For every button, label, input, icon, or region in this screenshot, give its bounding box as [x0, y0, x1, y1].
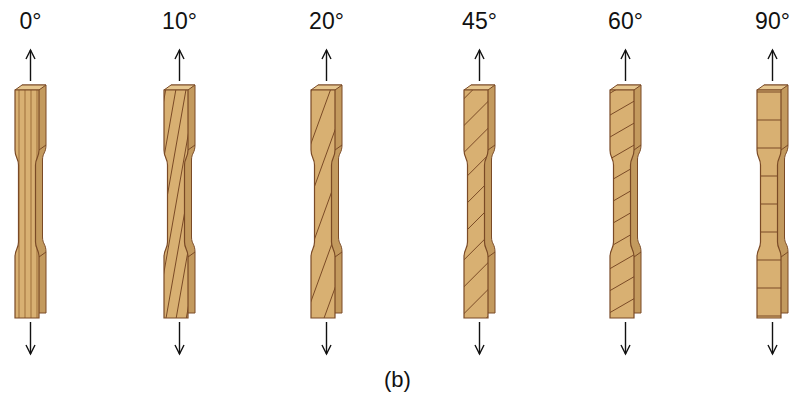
- specimen-top: [15, 85, 46, 90]
- grain-lines: [327, 0, 795, 400]
- wood-specimen: [15, 0, 46, 400]
- grip-edge: [335, 145, 342, 150]
- grip-edge: [488, 145, 495, 150]
- angle-label: 10°: [140, 8, 220, 35]
- angle-label: 60°: [586, 8, 666, 35]
- angle-label: 45°: [440, 8, 520, 35]
- specimen-top: [610, 85, 641, 90]
- load-arrow: [475, 50, 484, 81]
- grip-edge: [488, 252, 495, 257]
- grip-edge: [781, 145, 788, 150]
- load-arrow: [322, 322, 331, 354]
- grip-edge: [188, 145, 195, 150]
- angle-label: 0°: [0, 8, 71, 35]
- wood-specimen: [327, 0, 795, 400]
- load-arrow: [768, 50, 777, 81]
- load-arrow: [26, 322, 35, 354]
- load-arrow: [26, 50, 35, 81]
- load-arrow: [175, 322, 184, 354]
- load-arrow: [621, 50, 630, 81]
- grain-lines: [19, 0, 37, 400]
- grip-edge: [634, 145, 641, 150]
- specimen-outline: [311, 90, 335, 318]
- specimen-top: [164, 85, 195, 90]
- grain-lines: [193, 0, 749, 400]
- grip-edge: [335, 252, 342, 257]
- specimen-outline: [15, 90, 39, 318]
- specimen-top: [757, 85, 788, 90]
- specimen-top: [464, 85, 495, 90]
- grain-lines: [0, 0, 359, 400]
- load-arrow: [768, 322, 777, 354]
- load-arrow: [621, 322, 630, 354]
- caption: (b): [0, 367, 795, 393]
- specimen-outline: [164, 90, 188, 318]
- specimen-top: [311, 85, 342, 90]
- specimen-front: [311, 90, 335, 318]
- wood-specimen: [0, 0, 359, 400]
- angle-label: 90°: [733, 8, 795, 35]
- grip-edge: [188, 252, 195, 257]
- grip-edge: [634, 252, 641, 257]
- angle-label: 20°: [287, 8, 367, 35]
- grip-edge: [39, 145, 46, 150]
- grip-edge: [781, 252, 788, 257]
- wood-specimen: [509, 50, 795, 354]
- specimen-outline: [757, 90, 781, 318]
- grain-lines: [509, 64, 795, 344]
- grip-edge: [39, 252, 46, 257]
- grain-lines: [103, 0, 535, 400]
- load-arrow: [475, 322, 484, 354]
- load-arrow: [322, 50, 331, 81]
- load-arrow: [175, 50, 184, 81]
- specimen-outline: [610, 90, 634, 318]
- specimen-outline: [464, 90, 488, 318]
- wood-specimen: [193, 0, 749, 400]
- wood-specimen: [103, 0, 535, 400]
